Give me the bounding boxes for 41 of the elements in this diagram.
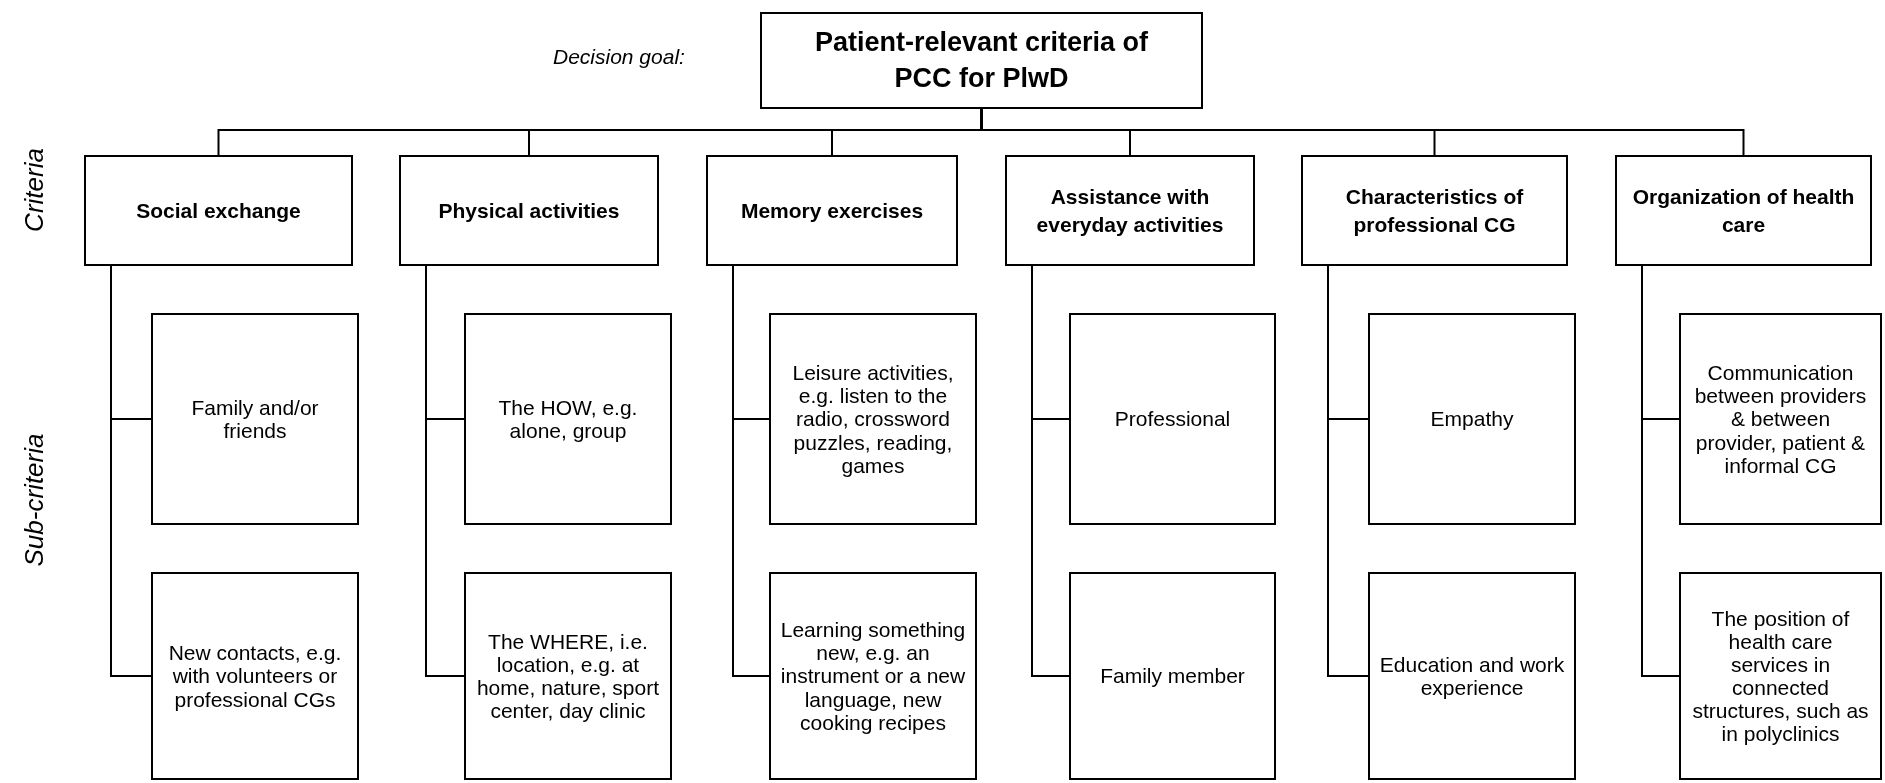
sub-criterion-box [151,313,359,525]
sub-criterion-box [1368,313,1576,525]
box-text: Leisure activities, e.g. listen to the radio, crossword puzzles, reading, games [791,361,955,477]
box-text: The WHERE, i.e. location, e.g. at home, nature, sport center, day clinic [475,629,661,723]
criterion-box [1005,155,1255,266]
sub-criterion-box [1069,313,1276,525]
sub-criterion-box [464,572,672,780]
sub-criterion-box [464,313,672,525]
box-text: Assistance with everyday activities [1035,184,1225,238]
box-text: Family member [1100,664,1245,688]
goal-box [760,12,1203,109]
criterion-box [1615,155,1872,266]
criterion-box [84,155,353,266]
box-text: The HOW, e.g. alone, group [497,395,639,443]
sub-criterion-box [769,313,977,525]
row-label: Criteria [18,148,50,232]
criterion-box [399,155,659,266]
box-text: Communication between providers & between provider, patient & informal CG [1693,361,1868,477]
sub-criterion-box [1679,313,1882,525]
box-text: Physical activities [438,197,620,224]
box-text: Social exchange [136,197,301,224]
box-text: The position of health care services in connected structures, such as in polyclinics [1691,606,1870,746]
sub-criterion-box [1679,572,1882,780]
goal-label: Decision goal: [553,45,685,69]
sub-criterion-box [1368,572,1576,780]
box-text: Education and work experience [1378,652,1566,700]
box-text: Family and/or friends [190,395,320,443]
criterion-box [706,155,958,266]
criterion-box [1301,155,1568,266]
box-text: Learning something new, e.g. an instrument or a new language, new cooking recipes [779,618,967,734]
box-text: Patient-relevant criteria of PCC for PlwD [813,26,1150,95]
box-text: Memory exercises [740,197,924,224]
box-text: New contacts, e.g. with volunteers or professional CGs [167,641,343,711]
box-text: Empathy [1430,407,1514,431]
sub-criterion-box [769,572,977,780]
box-text: Organization of health care [1631,184,1856,238]
sub-criterion-box [1069,572,1276,780]
box-text: Professional [1114,407,1231,431]
box-text: Characteristics of professional CG [1344,184,1525,238]
sub-criterion-box [151,572,359,780]
row-label: Sub-criteria [18,433,50,567]
